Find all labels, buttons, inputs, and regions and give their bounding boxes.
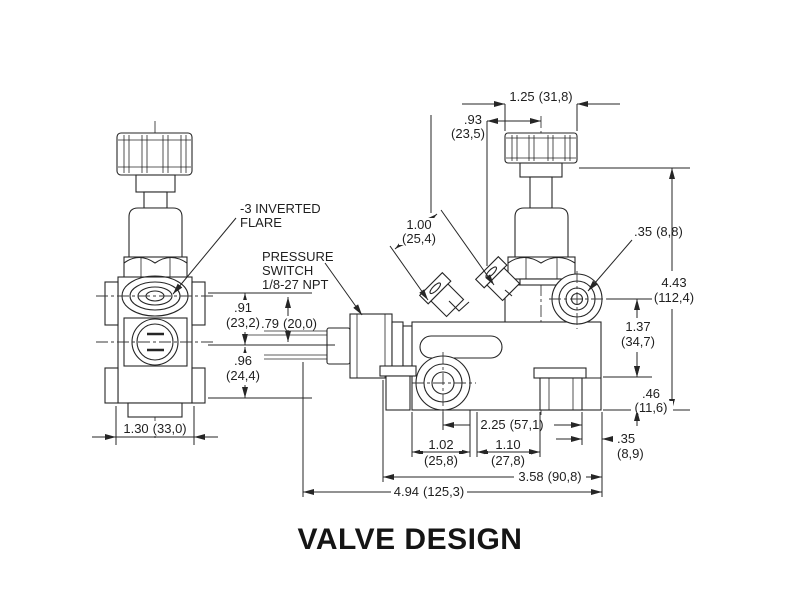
side-bonnet <box>128 207 183 258</box>
side-wing <box>191 281 206 326</box>
valve-side-view <box>96 121 214 438</box>
dim-body-length: 3.58(90,8) <box>382 380 603 497</box>
dim-side-port-height-mm: (34,7) <box>621 334 655 349</box>
dim-lower-right-span-in: 1.10 <box>495 437 520 452</box>
side-hex-nut-arcs <box>123 256 188 264</box>
front-angled-port-right <box>474 255 521 302</box>
front-stem <box>529 176 553 209</box>
dim-lower-right-span-mm: (27,8) <box>491 453 525 468</box>
dim-terminal-spacing-text: .79(20,0) <box>261 316 317 331</box>
label-pressure-switch-line1: PRESSURE <box>262 249 334 264</box>
side-fitting-circle-inner <box>136 323 174 361</box>
dim-body-width: 1.30(33,0) <box>92 406 218 445</box>
dim-knob-width-text: 1.25(31,8) <box>509 89 572 104</box>
dim-overall-height-in: 4.43 <box>661 275 686 290</box>
dim-knob-to-port-in: .93 <box>464 112 482 127</box>
dim-overall-length: 4.94(125,3) <box>302 362 602 499</box>
dim-body-length-text: 3.58(90,8) <box>518 469 581 484</box>
dim-port-span-text: 2.25(57,1) <box>480 417 543 432</box>
drawing-title: VALVE DESIGN <box>298 523 523 556</box>
front-knob <box>504 132 578 164</box>
label-inverted-flare-line2: FLARE <box>240 215 282 230</box>
dim-terminal-spacing: .79(20,0) <box>261 297 317 342</box>
dim-lower-left-span-in: 1.02 <box>428 437 453 452</box>
label-pressure-switch-line3: 1/8-27 NPT <box>262 277 329 292</box>
side-knob-knurling <box>118 135 191 173</box>
front-lower-boss <box>412 352 476 412</box>
dim-lower-spacing: .96 (24,4) <box>208 347 312 399</box>
dim-lower-spacing-mm: (24,4) <box>226 368 260 383</box>
side-wing <box>104 281 119 326</box>
dim-port-hole-text: .35(8,8) <box>634 224 683 239</box>
front-port-web <box>504 289 513 297</box>
dim-knob-to-port: .93 (23,5) <box>430 112 541 266</box>
dim-knob-to-port-mm: (23,5) <box>451 126 485 141</box>
dim-outlet-height: .46 (11,6) <box>631 358 673 426</box>
dim-upper-spacing: .91 (23,2) <box>208 292 335 346</box>
dim-overall-length-text: 4.94(125,3) <box>394 484 465 499</box>
front-knob-collar <box>519 162 563 178</box>
dim-edge-offset-mm: (8,9) <box>617 446 644 461</box>
switch-ring <box>391 321 404 371</box>
dim-overall-height-mm: (112,4) <box>654 290 694 305</box>
dim-port-length: 1.00 (25,4) <box>389 209 495 301</box>
front-pocket <box>419 335 503 359</box>
front-bottom-right-port <box>533 367 601 411</box>
dim-knob-width: 1.25(31,8) <box>462 89 620 131</box>
side-bottom-port <box>127 402 183 418</box>
dim-outlet-height-in: .46 <box>642 386 660 401</box>
front-bonnet <box>514 207 569 258</box>
front-bottom-left-port <box>379 365 417 411</box>
dim-lower-left-span: 1.02 (25,8) <box>411 410 471 468</box>
front-knob-knurling <box>506 135 576 161</box>
side-knob-collar <box>135 174 176 193</box>
front-hex-nut-arcs <box>507 256 576 264</box>
dim-port-hole: .35(8,8) <box>587 224 683 292</box>
dim-lower-spacing-in: .96 <box>234 353 252 368</box>
side-wing <box>104 367 119 404</box>
dim-port-length-mm: (25,4) <box>402 231 436 246</box>
dim-upper-spacing-mm: (23,2) <box>226 315 260 330</box>
dim-upper-spacing-in: .91 <box>234 300 252 315</box>
label-pressure-switch-line2: SWITCH <box>262 263 313 278</box>
front-bonnet-neck <box>519 278 563 286</box>
dim-lower-left-span-mm: (25,8) <box>424 453 458 468</box>
switch-cap <box>326 327 351 365</box>
dim-port-length-in: 1.00 <box>406 217 431 232</box>
dim-outlet-height-mm: (11,6) <box>635 400 668 415</box>
label-inverted-flare: -3 INVERTED FLARE <box>172 201 321 295</box>
label-inverted-flare-line1: -3 INVERTED <box>240 201 321 216</box>
side-stem <box>143 191 168 209</box>
dim-side-port-height-in: 1.37 <box>625 319 650 334</box>
front-hex-nut <box>507 256 576 280</box>
valve-front-view <box>379 116 607 415</box>
dim-side-port-height: 1.37 (34,7) <box>603 298 661 378</box>
dim-port-span: 2.25(57,1) <box>442 412 583 445</box>
dim-edge-offset: .35 (8,9) <box>556 431 644 461</box>
label-pressure-switch: PRESSURE SWITCH 1/8-27 NPT <box>262 249 363 316</box>
dim-edge-offset-in: .35 <box>617 431 635 446</box>
front-port-valley <box>448 300 470 312</box>
side-wing <box>191 367 206 404</box>
dim-lower-right-span: 1.10 (27,8) <box>476 412 541 468</box>
dim-body-width-text: 1.30(33,0) <box>123 421 186 436</box>
front-angled-port-left <box>418 271 465 318</box>
